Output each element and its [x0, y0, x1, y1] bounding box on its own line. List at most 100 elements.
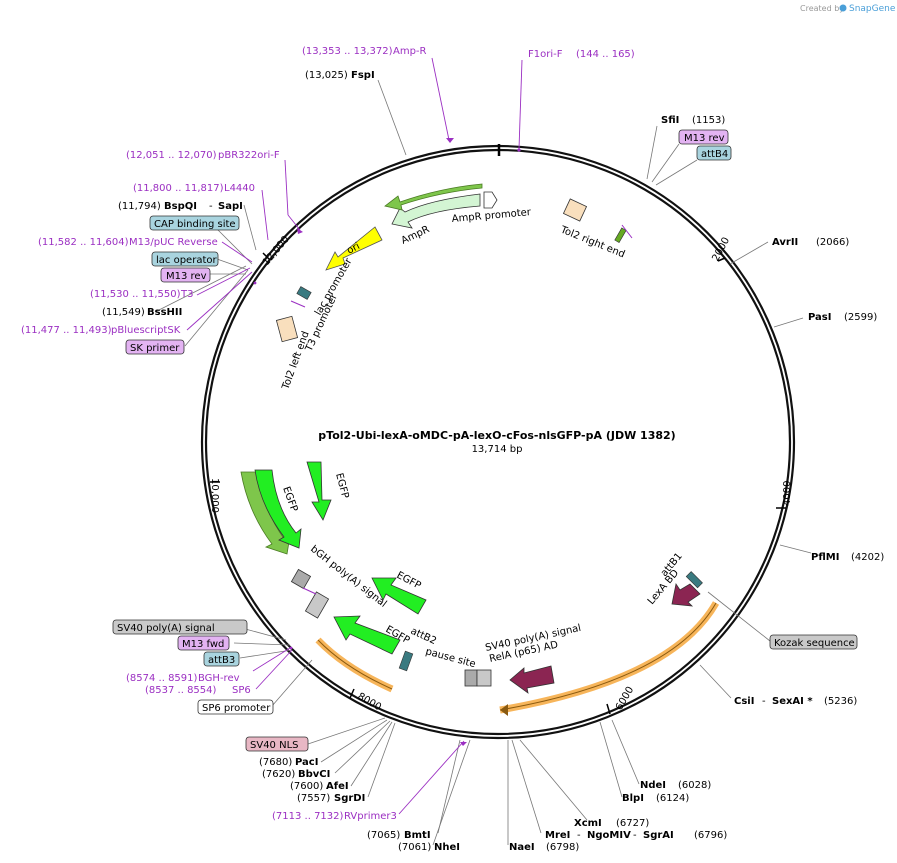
site-sfii[interactable]: SfiI — [661, 115, 679, 126]
feature-pause-site[interactable] — [464, 669, 478, 687]
credit-label: Created by — [800, 4, 844, 13]
leader-lines — [154, 79, 812, 846]
feature-lac-operator-marker — [296, 286, 312, 300]
site-bsshii[interactable]: BssHII — [147, 307, 182, 318]
site-bbvci-pos: (7620) — [262, 769, 295, 780]
site-fspi[interactable]: FspI — [351, 70, 375, 81]
site-nhei[interactable]: NheI — [434, 842, 460, 853]
site-ndei[interactable]: NdeI — [640, 780, 666, 791]
box-cap-binding-site[interactable]: CAP binding site — [149, 215, 240, 231]
feature-bgh-polya[interactable] — [290, 568, 330, 619]
feature-egfp-2[interactable] — [306, 461, 332, 521]
box-sv40-nls[interactable]: SV40 NLS — [245, 736, 309, 752]
site-blpi[interactable]: BlpI — [622, 793, 644, 804]
site-sgrdi[interactable]: SgrDI — [334, 793, 365, 804]
box-kozak-sequence[interactable]: Kozak sequence — [769, 634, 858, 650]
svg-text:attB4: attB4 — [701, 149, 728, 160]
box-attb3[interactable]: attB3 — [203, 651, 240, 667]
site-bspqi-pos: (11,794) — [118, 201, 161, 212]
feature-tol2-right[interactable] — [562, 198, 588, 222]
site-mrei[interactable]: MreI — [545, 830, 570, 841]
primer-f1ori-name[interactable]: F1ori-F — [528, 49, 563, 60]
site-ndei-pos: (6028) — [678, 780, 711, 791]
primer-sp6-name[interactable]: SP6 — [232, 685, 251, 696]
site-paci-pos: (7680) — [259, 757, 292, 768]
svg-text:Kozak sequence: Kozak sequence — [774, 638, 855, 649]
svg-text:-: - — [577, 830, 581, 841]
site-bbvci[interactable]: BbvCI — [298, 769, 330, 780]
box-sk-primer[interactable]: SK primer — [125, 339, 185, 355]
site-bmti[interactable]: BmtI — [404, 830, 431, 841]
feature-egfp-4[interactable] — [333, 615, 401, 655]
primer-m13puc-name[interactable]: M13/pUC Reverse — [129, 237, 218, 248]
primer-ampr-name[interactable]: Amp-R — [393, 46, 427, 57]
box-m13rev-left[interactable]: M13 rev — [160, 267, 211, 283]
feature-egfp-3[interactable] — [371, 577, 427, 615]
feature-orange-arc-right[interactable] — [499, 601, 720, 714]
site-pasi-pos: (2599) — [844, 312, 877, 323]
primer-f1ori-range: (144 .. 165) — [576, 49, 635, 60]
site-avrii[interactable]: AvrII — [772, 237, 798, 248]
site-pasi[interactable]: PasI — [808, 312, 831, 323]
box-lac-operator[interactable]: lac operator — [151, 251, 219, 267]
feature-ampr[interactable] — [384, 183, 498, 229]
primer-pbr322-name[interactable]: pBR322ori-F — [218, 150, 280, 161]
feature-lexa[interactable] — [671, 582, 701, 607]
site-xcmi-pos: (6727) — [616, 818, 649, 829]
site-mrei-pos: (6796) — [694, 830, 727, 841]
site-naei-pos: (6798) — [546, 842, 579, 853]
plasmid-title: pTol2-Ubi-lexA-oMDC-pA-lexO-cFos-nlsGFP-… — [318, 429, 675, 442]
feature-tol2-left[interactable] — [275, 315, 299, 343]
site-bspqi[interactable]: BspQI — [164, 201, 197, 212]
site-nhei-pos: (7061) — [398, 842, 431, 853]
site-sapi[interactable]: SapI — [218, 201, 243, 212]
feature-sv40-polya[interactable] — [476, 669, 492, 687]
svg-text:M13 rev: M13 rev — [166, 271, 207, 282]
site-sgrai[interactable]: SgrAI — [643, 830, 674, 841]
primer-pbr322-range: (12,051 .. 12,070) — [126, 150, 217, 161]
feature-attb2[interactable] — [398, 650, 414, 672]
primer-t3-name[interactable]: T3 — [180, 289, 193, 300]
site-paci[interactable]: PacI — [295, 757, 318, 768]
svg-text:M13 fwd: M13 fwd — [182, 639, 224, 650]
site-naei[interactable]: NaeI — [509, 842, 535, 853]
site-sexai[interactable]: SexAI * — [772, 696, 813, 707]
box-attb4[interactable]: attB4 — [696, 145, 732, 161]
site-bmti-pos: (7065) — [367, 830, 400, 841]
tick-10000: 10,000 — [209, 478, 220, 513]
plasmid-length: 13,714 bp — [472, 444, 523, 455]
feature-ori[interactable] — [325, 226, 383, 271]
box-sp6-promoter[interactable]: SP6 promoter — [197, 699, 274, 715]
primer-sp6-range: (8537 .. 8554) — [145, 685, 217, 696]
site-blpi-pos: (6124) — [656, 793, 689, 804]
site-afei[interactable]: AfeI — [326, 781, 349, 792]
label-egfp-1: EGFP — [280, 485, 299, 513]
primer-rv3-name[interactable]: RVprimer3 — [344, 811, 397, 822]
site-ngomiv[interactable]: NgoMIV — [587, 830, 631, 841]
feature-attb1[interactable] — [685, 571, 703, 589]
primer-bghrev-range: (8574 .. 8591) — [126, 673, 198, 684]
attb4-marker — [614, 224, 633, 243]
primer-l4440-name[interactable]: L4440 — [224, 183, 255, 194]
feature-rela[interactable] — [509, 665, 555, 694]
primer-pbs-name[interactable]: pBluescriptSK — [111, 325, 181, 336]
box-sv40-polya-signal[interactable]: SV40 poly(A) signal — [112, 619, 248, 635]
tick-6000: 6000 — [614, 685, 636, 713]
site-xcmi[interactable]: XcmI — [574, 818, 602, 829]
svg-text:SV40 poly(A) signal: SV40 poly(A) signal — [117, 623, 215, 634]
svg-text:SV40 NLS: SV40 NLS — [250, 740, 299, 751]
site-pflmi-pos: (4202) — [851, 552, 884, 563]
site-csii[interactable]: CsiI — [734, 696, 754, 707]
primer-rv3-range: (7113 .. 7132) — [272, 811, 344, 822]
tick-4000: 4000 — [782, 481, 793, 506]
primer-bghrev-name[interactable]: BGH-rev — [198, 673, 240, 684]
label-ampr: AmpR — [400, 224, 432, 247]
box-m13rev-right[interactable]: M13 rev — [678, 129, 729, 145]
svg-text:-: - — [762, 696, 766, 707]
site-pflmi[interactable]: PflMI — [811, 552, 839, 563]
box-m13-fwd[interactable]: M13 fwd — [177, 635, 230, 651]
svg-text:-: - — [633, 830, 637, 841]
primer-pbs-range: (11,477 .. 11,493) — [21, 325, 112, 336]
feature-egfp-outer[interactable] — [240, 469, 302, 555]
